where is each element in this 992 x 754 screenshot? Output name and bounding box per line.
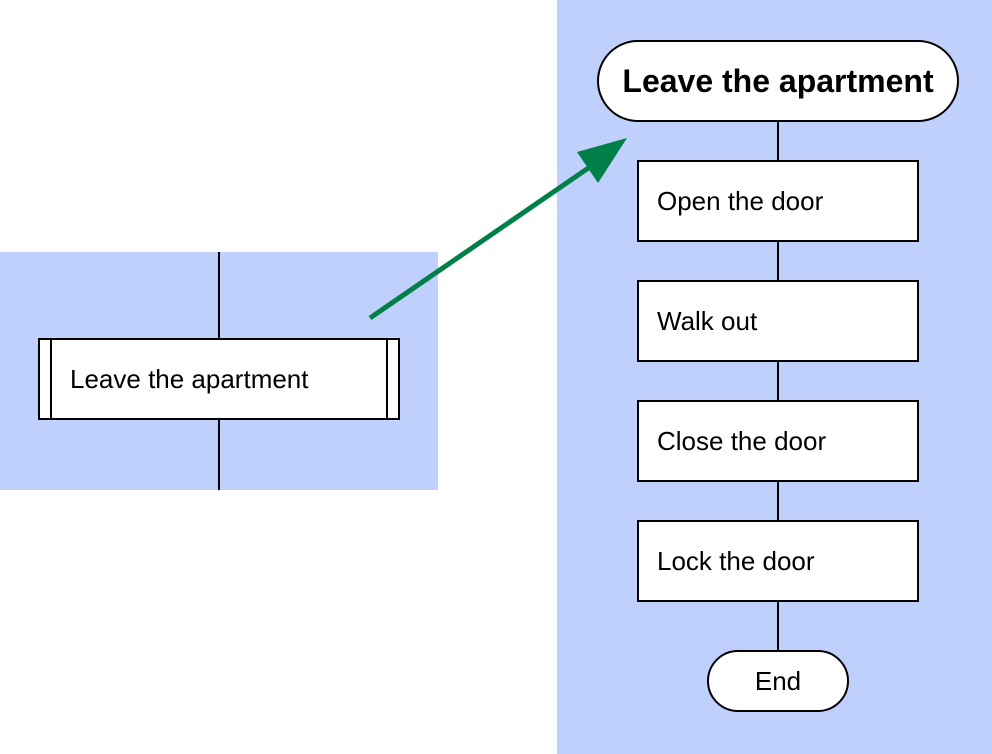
expanded-flow-panel bbox=[557, 0, 992, 754]
expand-arrow-shaft bbox=[368, 157, 602, 321]
start-terminal[interactable]: Leave the apartment bbox=[597, 40, 959, 122]
flow-connector-1 bbox=[777, 122, 779, 162]
step-lock-the-door[interactable]: Lock the door bbox=[637, 520, 919, 602]
flow-connector-4 bbox=[777, 482, 779, 522]
step-label: Walk out bbox=[657, 306, 758, 336]
step-open-the-door[interactable]: Open the door bbox=[637, 160, 919, 242]
subprocess-right-bar bbox=[386, 340, 388, 418]
subprocess-connector-bottom bbox=[218, 418, 220, 490]
step-label: Close the door bbox=[657, 426, 827, 456]
step-label: Lock the door bbox=[657, 546, 815, 576]
start-terminal-label: Leave the apartment bbox=[622, 63, 934, 99]
end-terminal[interactable]: End bbox=[707, 650, 849, 712]
step-walk-out[interactable]: Walk out bbox=[637, 280, 919, 362]
subprocess-left-bar bbox=[50, 340, 52, 418]
subprocess-connector-top bbox=[218, 252, 220, 340]
step-close-the-door[interactable]: Close the door bbox=[637, 400, 919, 482]
end-terminal-label: End bbox=[754, 666, 802, 696]
flow-connector-5 bbox=[777, 602, 779, 652]
flow-connector-3 bbox=[777, 362, 779, 402]
subprocess-label: Leave the apartment bbox=[70, 364, 309, 394]
step-label: Open the door bbox=[657, 186, 824, 216]
flow-connector-2 bbox=[777, 242, 779, 282]
subprocess-box[interactable]: Leave the apartment bbox=[38, 338, 400, 420]
expand-arrow-head bbox=[577, 138, 627, 183]
